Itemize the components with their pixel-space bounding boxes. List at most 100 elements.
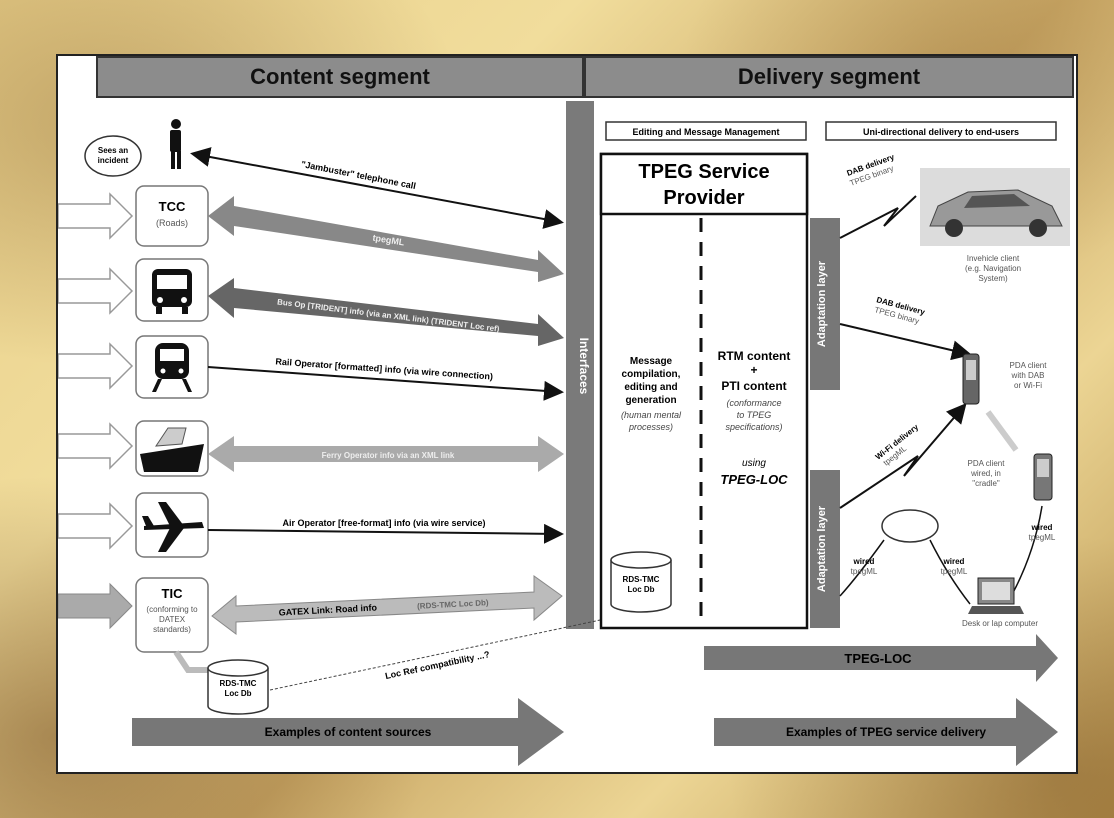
msg-line-2: compilation, (622, 369, 681, 380)
ferry-label: Ferry Operator info via an XML link (322, 451, 455, 460)
provider-title-1: TPEG Service (638, 161, 769, 183)
adaptation-label-top: Adaptation layer (816, 260, 828, 347)
provider-db-line-2: Loc Db (627, 585, 654, 594)
provider-tpegloc: TPEG-LOC (720, 472, 788, 487)
tic-input-arrow (58, 582, 133, 630)
wifi-bolt (839, 402, 967, 509)
provider-box (599, 152, 809, 630)
laptop-icon (968, 577, 1024, 614)
adaptation-layer-top (810, 218, 840, 390)
pda-screen-2 (1037, 459, 1049, 477)
bottom-db-line-1: RDS-TMC (220, 679, 257, 688)
provider-title-2: Provider (663, 187, 744, 209)
tcc-box (135, 185, 209, 247)
witness-line-1: Sees an (98, 146, 128, 155)
bottom-db-cylinder (207, 659, 269, 715)
tic-db-connector (173, 650, 208, 673)
tpegml-arrow (208, 196, 564, 282)
pda2-line-1: PDA client (968, 459, 1006, 468)
msg-line-1: Message (630, 356, 673, 367)
dab-arrow-2 (839, 323, 972, 361)
tcc-title: TCC (159, 199, 186, 214)
pda1-line-1: PDA client (1010, 361, 1048, 370)
content-segment-header: Content segment (96, 56, 584, 98)
bus-icon (152, 269, 192, 314)
delivery-subheader-box (825, 121, 1057, 141)
pda1-line-3: or Wi-Fi (1014, 381, 1042, 390)
bus-label: Bus Op [TRIDENT] info (via an XML link) … (277, 297, 501, 333)
person-icon (170, 119, 181, 169)
witness-line-2: incident (98, 156, 129, 165)
tic-sub-3: standards) (153, 625, 191, 634)
wired3-line-1: wired (1031, 523, 1053, 532)
diagram-slide: Content segment Delivery segment Editing… (56, 54, 1078, 774)
interfaces-bar (566, 101, 594, 629)
conf-line-1: (conformance (726, 398, 781, 408)
internet-cloud (881, 509, 939, 543)
adaptation-layer-bottom (810, 470, 840, 628)
datex-ref-label: (RDS-TMC Loc Db) (417, 598, 489, 611)
msg-line-4: generation (625, 395, 676, 406)
airplane-icon (142, 502, 204, 552)
datex-arrow (211, 575, 563, 635)
editing-subheader: Editing and Message Management (632, 127, 779, 137)
wired-line-1 (839, 539, 885, 597)
pda-screen-1 (966, 360, 976, 380)
interfaces-label: Interfaces (577, 338, 591, 395)
wired1-line-1: wired (853, 557, 875, 566)
diagram-canvas: Editing and Message Management Uni-direc… (58, 101, 1070, 766)
car-line-1: Invehicle client (967, 254, 1020, 263)
rtm-content: RTM content (718, 349, 791, 363)
pda-sync-arrow (985, 410, 1019, 452)
ship-icon (140, 427, 204, 472)
tpegloc-label: TPEG-LOC (844, 651, 912, 666)
tic-box (135, 577, 209, 653)
pti-content: PTI content (721, 379, 786, 393)
msg-note-1: (human mental (621, 410, 682, 420)
provider-db-line-1: RDS-TMC (623, 575, 660, 584)
tic-title: TIC (162, 586, 184, 601)
delivery-examples-arrow (714, 698, 1058, 766)
wired1-line-2: tpegML (851, 567, 878, 576)
using-label: using (742, 458, 766, 469)
provider-title-box (599, 152, 809, 216)
editing-subheader-box (605, 121, 807, 141)
pda2-line-2: wired, in (970, 469, 1001, 478)
car-icon (929, 189, 1063, 237)
desk-label: Desk or lap computer (962, 619, 1038, 628)
delivery-examples-label: Examples of TPEG service delivery (786, 725, 986, 739)
conf-line-3: specifications) (725, 422, 782, 432)
wired3-line-2: tpegML (1029, 533, 1056, 542)
air-label: Air Operator [free-format] info (via wir… (282, 518, 485, 528)
wired2-line-2: tpegML (941, 567, 968, 576)
rail-label: Rail Operator [formatted] info (via wire… (275, 356, 493, 381)
jambuster-label: "Jambuster" telephone call (300, 159, 416, 191)
conf-line-2: to TPEG (737, 410, 772, 420)
msg-line-3: editing and (624, 382, 677, 393)
plus-sign: + (750, 363, 757, 377)
air-arrow (207, 523, 564, 544)
jambuster-arrow (190, 147, 564, 229)
delivery-segment-header: Delivery segment (584, 56, 1074, 98)
ferry-arrow (208, 436, 564, 472)
locref-label: Loc Ref compatibility ...? (384, 649, 490, 681)
tic-sub-1: (conforming to (146, 605, 198, 614)
content-examples-label: Examples of content sources (265, 725, 432, 739)
pda2-line-3: "cradle" (972, 479, 1000, 488)
tic-sub-2: DATEX (159, 615, 186, 624)
rail-arrow (207, 366, 564, 401)
adaptation-label-bottom: Adaptation layer (816, 505, 828, 592)
car-line-3: System) (978, 274, 1008, 283)
locref-arrow (269, 608, 640, 691)
train-icon (152, 343, 192, 392)
msg-note-2: processes) (628, 422, 673, 432)
wired-line-2 (929, 539, 971, 605)
dab-bolt-1 (839, 195, 917, 239)
car-line-2: (e.g. Navigation (965, 264, 1021, 273)
bottom-db-line-2: Loc Db (224, 689, 251, 698)
pda1-line-2: with DAB (1011, 371, 1045, 380)
wired2-line-1: wired (943, 557, 965, 566)
tpegloc-arrow (704, 634, 1058, 682)
content-examples-arrow (132, 698, 564, 766)
bus-arrow (208, 278, 564, 346)
